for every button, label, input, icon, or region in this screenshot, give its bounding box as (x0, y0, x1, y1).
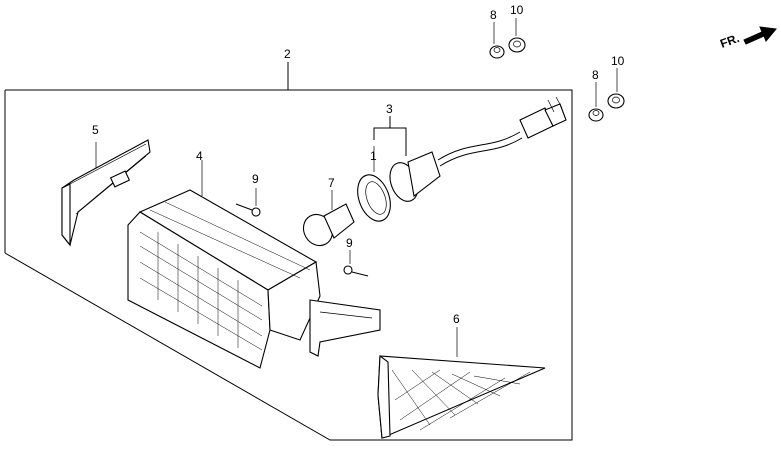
callout-1: 1 (370, 149, 377, 163)
part-3-socket-harness (373, 96, 567, 202)
front-direction-indicator: FR. (718, 26, 777, 51)
callout-5: 5 (92, 123, 99, 137)
callout-3: 3 (386, 102, 393, 116)
part-8-grommet-right (588, 82, 604, 122)
part-4-lens-housing (127, 160, 381, 369)
callout-10-right: 10 (611, 54, 625, 68)
callout-10-upper: 10 (510, 3, 524, 17)
front-label: FR. (718, 31, 741, 51)
part-7-bulb (302, 190, 355, 247)
callout-8-right: 8 (592, 68, 599, 82)
part-10-nut-upper (508, 18, 526, 53)
lower-lens-hatching (391, 369, 531, 431)
lens-hatching (139, 201, 311, 351)
callout-9-upper: 9 (252, 172, 259, 186)
callout-4: 4 (196, 149, 203, 163)
callout-2: 2 (284, 47, 291, 61)
part-5-side-lens (61, 139, 151, 247)
callout-8-upper: 8 (490, 8, 497, 22)
part-9-screw-lower (343, 250, 369, 277)
part-1-gasket (357, 146, 391, 222)
part-8-grommet-upper (489, 22, 505, 59)
callout-9-lower: 9 (346, 236, 353, 250)
part-9-screw-upper (235, 188, 261, 217)
part-6-lower-lens (377, 327, 546, 439)
assembly-outline (4, 62, 573, 441)
front-arrow-icon (743, 26, 777, 45)
part-10-nut-right (607, 68, 625, 109)
callout-6: 6 (453, 312, 460, 326)
callout-7: 7 (328, 176, 335, 190)
